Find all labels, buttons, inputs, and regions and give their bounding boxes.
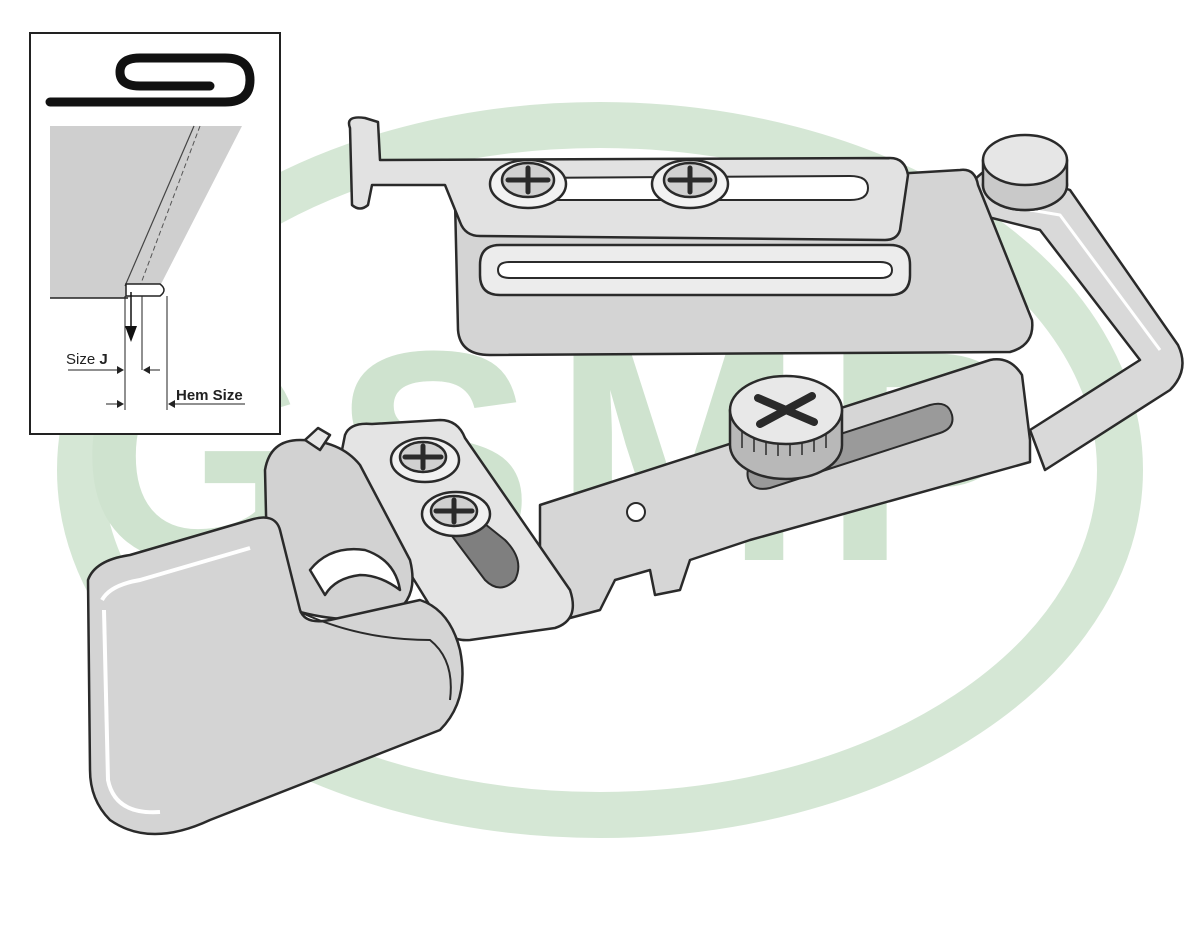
watermark-ring	[57, 102, 1143, 838]
size-j-arrow-left-icon	[117, 366, 124, 374]
cross-slot-icon	[433, 497, 475, 525]
hem-size-inset: Size J Hem Size	[29, 32, 281, 435]
top-screw-right	[650, 158, 730, 210]
scroll-guide-tip	[303, 426, 332, 452]
feed-arrow-head-icon	[125, 326, 137, 342]
hem-arrow-right-icon	[168, 400, 175, 408]
size-j-arrow-right-icon	[143, 366, 150, 374]
fabric-area	[50, 126, 242, 298]
cross-slot-icon	[505, 165, 551, 195]
fabric-fold-edge	[124, 125, 195, 287]
clamp-screw-upper	[389, 436, 461, 484]
top-screw-left	[488, 158, 568, 210]
hemmer-attachment	[86, 116, 1184, 836]
cross-slot-icon	[402, 443, 444, 471]
size-j-label: Size J	[66, 351, 108, 368]
clamp-screw-lower	[420, 490, 492, 538]
foot-plate-edge	[100, 546, 251, 815]
foot-plate	[86, 516, 464, 836]
hem-roll	[125, 283, 165, 297]
thumb-screw	[728, 374, 844, 481]
hem-size-label: Hem Size	[176, 387, 243, 404]
foot-plate-ridge	[299, 611, 452, 701]
pivot-post-top	[981, 133, 1069, 187]
fold-profile-icon	[45, 53, 255, 107]
scroll-folder-curl	[308, 548, 402, 597]
front-bar-hole	[626, 502, 646, 522]
back-plate-slot-inner	[497, 261, 893, 279]
cross-slot-icon	[667, 165, 713, 195]
cross-slot-icon	[754, 392, 818, 428]
stitch-line	[139, 125, 201, 287]
hem-arrow-left-icon	[117, 400, 124, 408]
